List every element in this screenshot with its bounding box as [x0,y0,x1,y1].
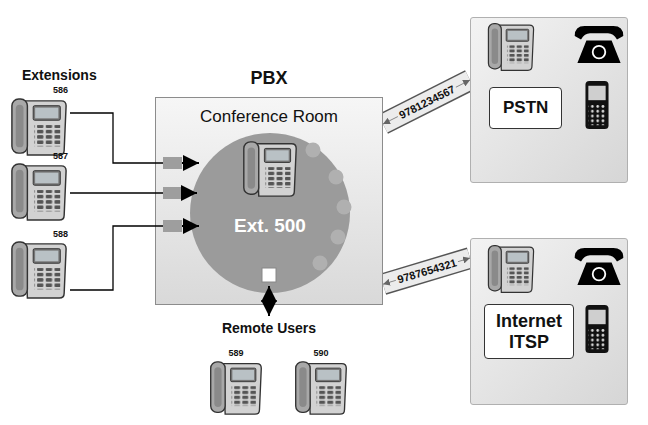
trunk-body [383,80,470,124]
extension-phone [12,164,66,220]
group-label: Remote Users [222,321,316,336]
room-title: Conference Room [200,107,338,127]
extension-number: 587 [53,152,68,162]
extension-wires [70,113,163,290]
extension-number: Ext. 500 [234,215,306,237]
extension-phone [12,99,66,155]
extension-number: 589 [228,349,243,359]
extension-number: 586 [53,86,68,96]
trunk-center [383,80,470,124]
conference-dots [306,143,352,271]
pstn-black-phone [575,26,624,63]
trunk-outline [383,80,470,124]
trunk-port-stubs [163,157,199,232]
pbx-heading: PBX [250,68,287,89]
remote-arrow [268,286,270,316]
pstn-label: PSTN [489,87,562,129]
itsp-desk-phone [488,246,533,293]
extension-number: 588 [53,230,68,240]
trunk-line [383,80,470,124]
extension-number: 590 [313,349,328,359]
conference-phone [244,142,296,196]
itsp-label: Internet ITSP [484,304,574,359]
pstn-mobile [585,81,608,129]
remote-port [262,268,276,282]
pstn-desk-phone [488,24,533,71]
remote-phone [296,362,347,414]
remote-phone [211,362,262,414]
itsp-black-phone [575,248,624,285]
extension-phone [12,242,66,298]
group-label: Extensions [22,68,97,83]
itsp-mobile [585,305,608,353]
